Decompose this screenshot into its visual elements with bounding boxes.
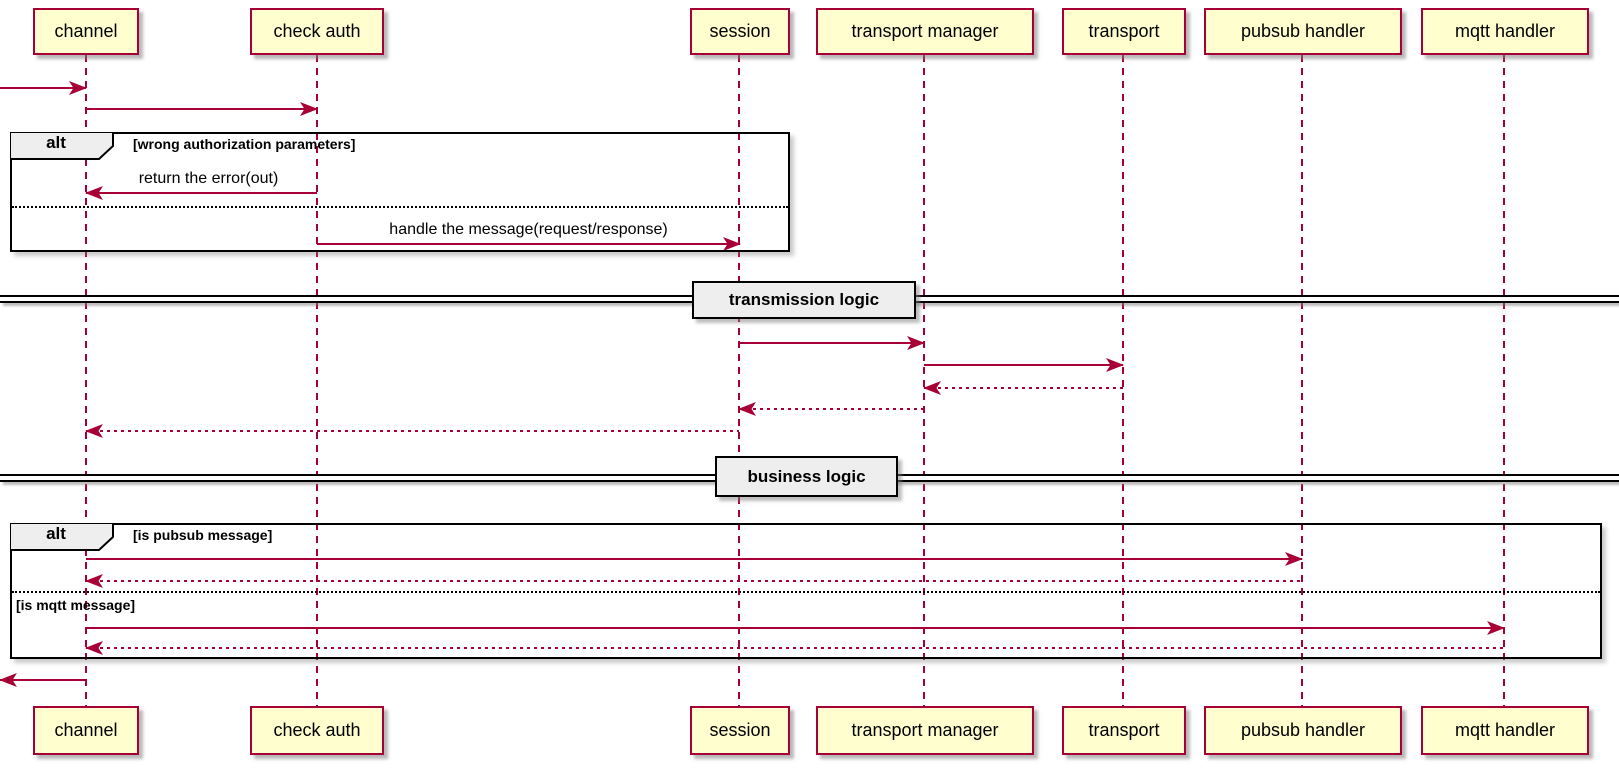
- participant-channel-bottom: channel: [33, 706, 139, 755]
- arrowhead-icon: [85, 424, 103, 438]
- participant-channel-top: channel: [33, 8, 139, 55]
- arrow-channel-to-check-auth: [86, 102, 318, 116]
- participant-transport-manager-bottom: transport manager: [816, 706, 1034, 755]
- divider-business-logic: business logic: [715, 456, 898, 497]
- alt-operator-label: alt: [46, 133, 66, 152]
- lifeline-session: [738, 55, 740, 706]
- arrow-session-to-channel-return: [85, 424, 739, 438]
- alt-frame-authorization: [10, 132, 790, 252]
- divider-transmission-logic: transmission logic: [692, 281, 916, 319]
- participant-session-top: session: [690, 8, 790, 55]
- alt-operator-badge: alt: [9, 522, 115, 556]
- arrow-transport-manager-to-transport: [924, 358, 1124, 372]
- guard-is-pubsub-message: [is pubsub message]: [133, 527, 273, 543]
- guard-is-mqtt-message: [is mqtt message]: [16, 597, 136, 613]
- arrow-in-to-channel: [0, 81, 87, 95]
- arrow-transport-to-transport-manager-return: [923, 381, 1123, 395]
- participant-transport-bottom: transport: [1062, 706, 1186, 755]
- alt-pentagon-icon: [9, 522, 114, 551]
- participant-session-bottom: session: [690, 706, 790, 755]
- arrowhead-icon: [923, 381, 941, 395]
- alt-operator-badge: alt: [9, 131, 115, 165]
- participant-check-auth-top: check auth: [250, 8, 384, 55]
- arrowhead-icon: [0, 673, 17, 687]
- message-label-return-error: return the error(out): [138, 170, 279, 187]
- lifeline-pubsub-handler: [1301, 55, 1303, 706]
- arrow-channel-to-out: [0, 673, 86, 687]
- alt-operator-label: alt: [46, 524, 66, 543]
- participant-mqtt-handler-top: mqtt handler: [1421, 8, 1589, 55]
- lifeline-check-auth: [316, 55, 318, 706]
- participant-transport-manager-top: transport manager: [816, 8, 1034, 55]
- alt-pentagon-icon: [9, 131, 114, 160]
- lifeline-channel: [85, 55, 87, 706]
- alt-else-separator: [12, 591, 1600, 593]
- alt-frame-dispatch: [10, 523, 1602, 659]
- participant-mqtt-handler-bottom: mqtt handler: [1421, 706, 1589, 755]
- lifeline-transport: [1122, 55, 1124, 706]
- participant-transport-top: transport: [1062, 8, 1186, 55]
- lifeline-mqtt-handler: [1503, 55, 1505, 706]
- arrowhead-icon: [738, 402, 756, 416]
- guard-wrong-authorization: [wrong authorization parameters]: [133, 136, 356, 152]
- participant-pubsub-handler-top: pubsub handler: [1204, 8, 1402, 55]
- alt-else-separator: [12, 206, 788, 208]
- message-label-handle-message: handle the message(request/response): [389, 221, 668, 238]
- participant-check-auth-bottom: check auth: [250, 706, 384, 755]
- arrow-transport-manager-to-session-return: [738, 402, 924, 416]
- arrow-session-to-transport-manager: [739, 336, 925, 350]
- lifeline-transport-manager: [923, 55, 925, 706]
- participant-pubsub-handler-bottom: pubsub handler: [1204, 706, 1402, 755]
